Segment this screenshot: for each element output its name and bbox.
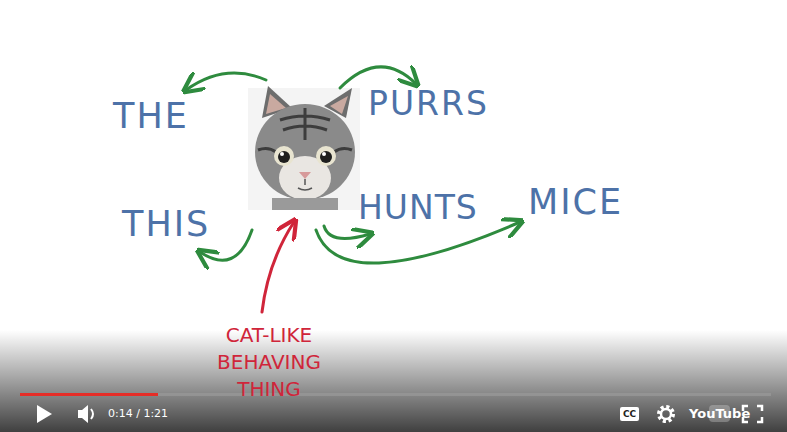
word: THE (113, 96, 189, 136)
word: HUNTS (358, 188, 478, 227)
volume-icon (78, 405, 93, 423)
red-arrow (262, 222, 294, 312)
kitten-photo (248, 86, 360, 210)
time-display: 0:14 / 1:21 (108, 407, 168, 420)
word: PURRS (368, 84, 489, 123)
cc-text: CC (620, 407, 639, 421)
settings-icon (659, 407, 673, 421)
red-note: CAT-LIKE BEHAVING THING (204, 322, 334, 403)
word: THIS (122, 204, 210, 244)
progress-played (20, 393, 158, 396)
cc-box (620, 407, 639, 421)
youtube-logo: YouTube (689, 406, 750, 421)
progress-track (20, 393, 771, 396)
word: MICE (528, 182, 623, 222)
player-shade (0, 330, 787, 432)
play-icon (37, 405, 52, 423)
arrow (186, 67, 520, 263)
